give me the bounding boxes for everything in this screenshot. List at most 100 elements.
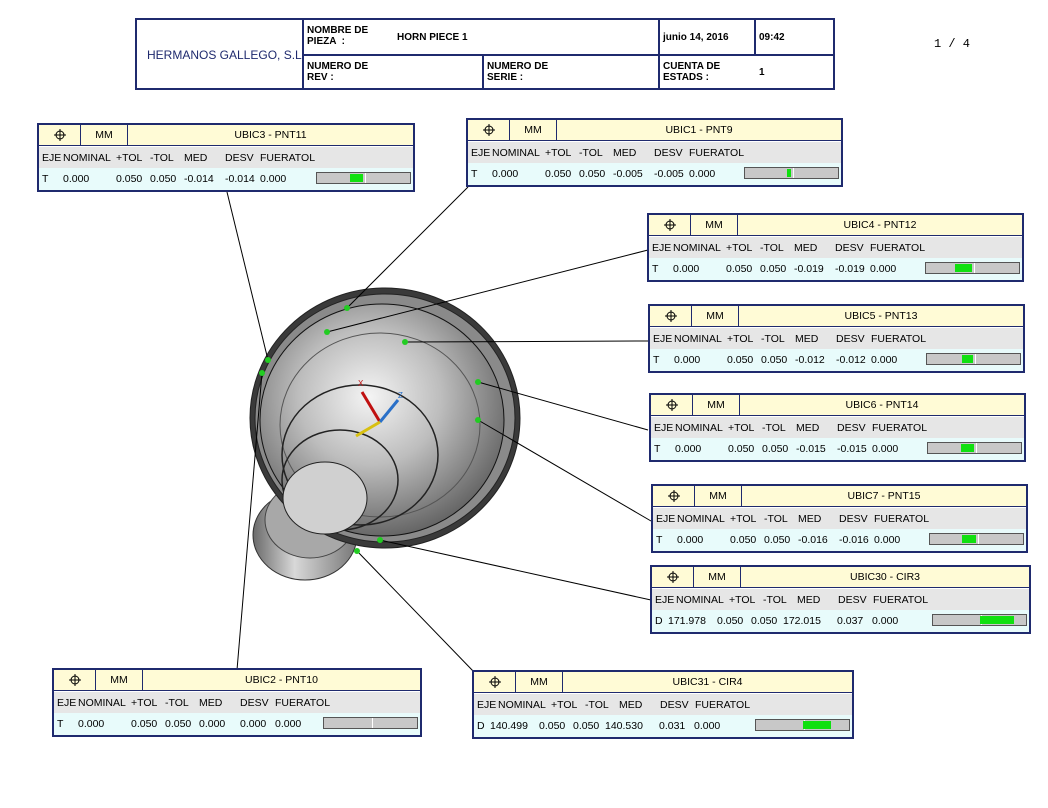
value-nominal: 0.000	[674, 354, 701, 366]
column-header-plusminus-tol: +TOL	[116, 152, 143, 164]
measure-points	[259, 305, 481, 554]
deviation-bar-fill	[802, 721, 832, 729]
value-eje: T	[57, 718, 64, 730]
column-header-med: MED	[797, 594, 821, 606]
column-header-med: MED	[613, 147, 637, 159]
unit-label: MM	[694, 567, 741, 588]
column-header-desv: DESV	[836, 333, 865, 345]
column-header-fueratol: FUERATOL	[872, 422, 928, 434]
column-header-desv: DESV	[225, 152, 254, 164]
value-desv: -0.014	[225, 173, 255, 185]
column-header-eje: EJE	[471, 147, 491, 159]
column-header-med: MED	[798, 513, 822, 525]
value-ptol: 0.050	[131, 718, 158, 730]
deviation-bar-fill	[960, 444, 975, 452]
box-title: UBIC6 - PNT14	[740, 395, 1024, 416]
value-nominal: 171.978	[668, 615, 706, 627]
value-ptol: 0.050	[727, 354, 754, 366]
cuenta-estados-label: CUENTA DE ESTADS :	[663, 61, 721, 83]
crosshair-icon	[652, 567, 694, 588]
value-nominal: 0.000	[675, 443, 702, 455]
column-header-eje: EJE	[57, 697, 77, 709]
column-header-plusminus-tol: +TOL	[729, 594, 756, 606]
value-desv: -0.012	[836, 354, 866, 366]
deviation-bar	[755, 719, 850, 731]
cuenta-estados-value: 1	[759, 67, 765, 78]
column-header-plusminus-tol: +TOL	[728, 422, 755, 434]
column-header-eje: EJE	[653, 333, 673, 345]
column-header-nominal: NOMINAL	[677, 513, 725, 525]
value-eje: T	[656, 534, 663, 546]
column-header-minus-tol: -TOL	[585, 699, 609, 711]
column-header-nominal: NOMINAL	[63, 152, 111, 164]
value-fueratol: 0.000	[872, 443, 899, 455]
column-header-med: MED	[199, 697, 223, 709]
value-mtol: 0.050	[764, 534, 791, 546]
column-header-minus-tol: -TOL	[764, 513, 788, 525]
column-header-fueratol: FUERATOL	[689, 147, 745, 159]
value-ptol: 0.050	[539, 720, 566, 732]
crosshair-icon	[54, 670, 96, 691]
value-desv: 0.000	[240, 718, 267, 730]
value-mtol: 0.050	[150, 173, 177, 185]
column-header-minus-tol: -TOL	[150, 152, 174, 164]
page-number: 1 / 4	[934, 37, 971, 51]
column-header-plusminus-tol: +TOL	[551, 699, 578, 711]
deviation-bar-fill	[954, 264, 973, 272]
value-fueratol: 0.000	[874, 534, 901, 546]
column-header-nominal: NOMINAL	[498, 699, 546, 711]
column-header-minus-tol: -TOL	[165, 697, 189, 709]
value-med: 140.530	[605, 720, 643, 732]
box-title: UBIC4 - PNT12	[738, 215, 1022, 236]
value-eje: D	[655, 615, 663, 627]
value-med: -0.019	[794, 263, 824, 275]
value-nominal: 0.000	[78, 718, 105, 730]
column-header-nominal: NOMINAL	[674, 333, 722, 345]
box-title: UBIC30 - CIR3	[741, 567, 1029, 588]
value-ptol: 0.050	[717, 615, 744, 627]
column-header-desv: DESV	[654, 147, 683, 159]
column-header-minus-tol: -TOL	[760, 242, 784, 254]
box-title: UBIC7 - PNT15	[742, 486, 1026, 507]
value-med: -0.015	[796, 443, 826, 455]
column-header-minus-tol: -TOL	[579, 147, 603, 159]
column-header-nominal: NOMINAL	[78, 697, 126, 709]
value-fueratol: 0.000	[871, 354, 898, 366]
value-mtol: 0.050	[762, 443, 789, 455]
value-eje: T	[652, 263, 659, 275]
report-header: HERMANOS GALLEGO, S.L. NOMBRE DE PIEZA :…	[135, 18, 835, 90]
unit-label: MM	[81, 125, 128, 146]
value-fueratol: 0.000	[872, 615, 899, 627]
value-mtol: 0.050	[760, 263, 787, 275]
value-desv: -0.019	[835, 263, 865, 275]
column-header-nominal: NOMINAL	[676, 594, 724, 606]
deviation-bar-fill	[961, 535, 977, 543]
svg-text:X: X	[358, 379, 364, 388]
value-desv: 0.037	[837, 615, 864, 627]
unit-label: MM	[510, 120, 557, 141]
value-ptol: 0.050	[726, 263, 753, 275]
value-mtol: 0.050	[761, 354, 788, 366]
crosshair-icon	[653, 486, 695, 507]
crosshair-icon	[39, 125, 81, 146]
column-header-fueratol: FUERATOL	[870, 242, 926, 254]
value-fueratol: 0.000	[689, 168, 716, 180]
column-header-eje: EJE	[655, 594, 675, 606]
value-eje: T	[471, 168, 478, 180]
column-header-plusminus-tol: +TOL	[726, 242, 753, 254]
